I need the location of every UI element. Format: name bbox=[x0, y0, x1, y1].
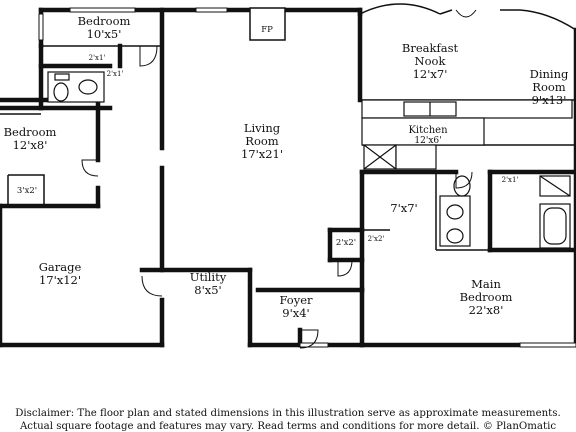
main-bedroom-name2: Bedroom bbox=[460, 290, 513, 304]
breakfast-nook-name: Breakfast bbox=[402, 41, 459, 55]
utility-name: Utility bbox=[190, 270, 227, 284]
foyer-name: Foyer bbox=[279, 293, 313, 307]
dining-room-size: 9'x13' bbox=[532, 93, 567, 107]
dining-room-name2: Room bbox=[532, 80, 566, 94]
bath-fixtures bbox=[47, 71, 571, 249]
foyer-size: 9'x4' bbox=[282, 306, 309, 320]
closet-labels: 2'x1' 2'x1' 3'x2' 2'x2' 2'x2' 2'x1' bbox=[17, 54, 519, 248]
kitchen-size: 12'x6' bbox=[414, 136, 441, 146]
kitchen-counters bbox=[361, 99, 573, 170]
breakfast-nook-size: 12'x7' bbox=[413, 67, 448, 81]
vanity-icon bbox=[439, 195, 471, 247]
bedroom-top-name: Bedroom bbox=[78, 14, 131, 28]
bedroom-left-name: Bedroom bbox=[4, 125, 57, 139]
room-7x7-size: 7'x7' bbox=[390, 201, 417, 215]
closet-label: 2'x2' bbox=[368, 235, 385, 243]
closet-label: 2'x1' bbox=[107, 70, 124, 78]
walls bbox=[0, 7, 576, 348]
window bbox=[69, 7, 136, 13]
dining-room-name: Dining bbox=[530, 67, 569, 81]
main-bedroom-name: Main bbox=[471, 277, 501, 291]
disclaimer-line-1: Disclaimer: The floor plan and stated di… bbox=[15, 408, 561, 419]
closet-label: 2'x2' bbox=[336, 238, 356, 248]
windows bbox=[38, 7, 576, 348]
bedroom-left-size: 12'x8' bbox=[13, 138, 48, 152]
garage-name: Garage bbox=[39, 260, 82, 274]
kitchen-name: Kitchen bbox=[408, 125, 448, 136]
main-bedroom-size: 22'x8' bbox=[469, 303, 504, 317]
living-room-size: 17'x21' bbox=[241, 147, 283, 161]
room-labels: Bedroom 10'x5' Bedroom 12'x8' Living Roo… bbox=[4, 14, 569, 320]
living-room-name: Living bbox=[244, 121, 281, 135]
utility-size: 8'x5' bbox=[194, 283, 221, 297]
window bbox=[519, 342, 576, 348]
fireplace-label: FP bbox=[261, 25, 273, 35]
window bbox=[195, 7, 228, 13]
window bbox=[38, 13, 44, 41]
bay-window bbox=[359, 3, 576, 31]
bedroom-top-size: 10'x5' bbox=[87, 27, 122, 41]
closet-label: 2'x1' bbox=[502, 176, 519, 184]
breakfast-nook-name2: Nook bbox=[415, 54, 447, 68]
toilet-icon bbox=[453, 175, 471, 197]
garage-size: 17'x12' bbox=[39, 273, 81, 287]
closet-label: 2'x1' bbox=[89, 54, 106, 62]
closet-label: 3'x2' bbox=[17, 186, 37, 196]
doors bbox=[81, 9, 477, 349]
toilet-icon bbox=[53, 82, 69, 102]
fireplace: FP bbox=[249, 7, 286, 41]
disclaimer-line-2: Actual square footage and features may v… bbox=[19, 421, 557, 432]
living-room-name2: Room bbox=[245, 134, 279, 148]
